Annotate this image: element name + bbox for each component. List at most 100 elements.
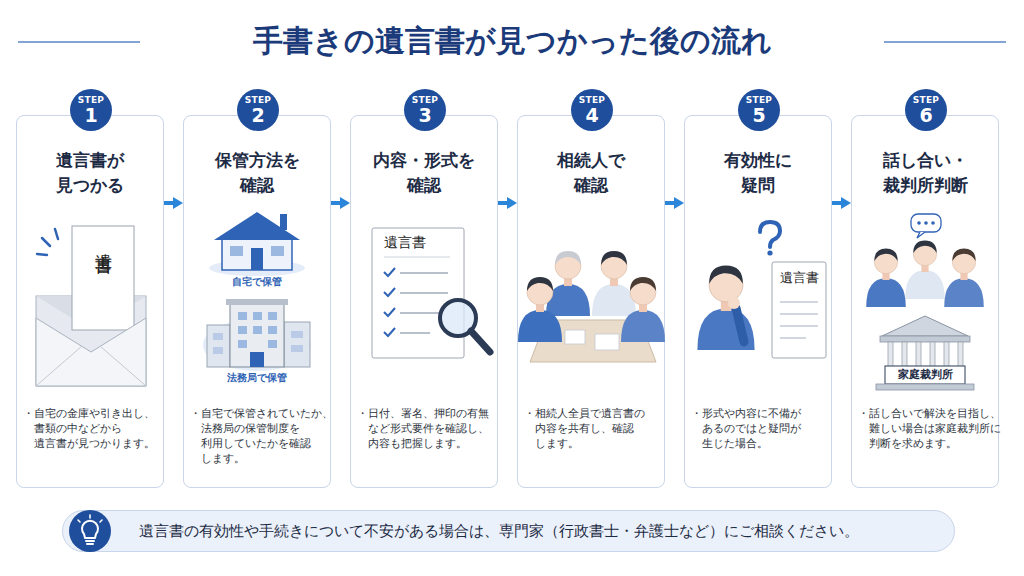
checklist-illustration xyxy=(384,308,395,316)
office-illustration xyxy=(226,299,288,305)
office-illustration xyxy=(253,326,262,334)
lightbulb-icon xyxy=(82,521,98,538)
envelope-illustration xyxy=(36,296,146,386)
office-illustration xyxy=(238,312,247,320)
doubt-illustration xyxy=(767,250,772,255)
flow-arrow xyxy=(665,201,676,205)
step-badge: STEP5 xyxy=(738,89,780,131)
step-heading: 内容・形式を 確認 xyxy=(372,148,477,198)
house-illustration xyxy=(209,212,305,276)
checklist-illustration xyxy=(384,328,395,336)
house-illustration xyxy=(271,246,284,256)
discussion-illustration xyxy=(931,221,935,225)
step-heading: 有効性に 疑問 xyxy=(723,148,794,198)
checklist-illustration xyxy=(440,300,476,336)
checklist-illustration xyxy=(384,268,395,276)
step-label: STEP xyxy=(412,95,439,105)
checklist-illustration xyxy=(372,228,490,358)
step-description: ・形式や内容に不備が あるのではと疑問が 生じた場合。 xyxy=(691,406,805,451)
discussion-illustration xyxy=(924,221,928,225)
office-illustration xyxy=(207,325,230,367)
meeting-illustration xyxy=(592,251,636,316)
courthouse-illustration xyxy=(888,342,893,368)
meeting-illustration xyxy=(518,251,665,362)
envelope-illustration xyxy=(37,254,47,255)
office-illustration xyxy=(230,303,284,367)
step-description: ・話し合いで解決を目指し、 難しい場合は家庭裁判所に 判断を求めます。 xyxy=(858,406,1005,451)
courthouse-illustration xyxy=(902,342,907,368)
meeting-illustration xyxy=(546,251,590,316)
step-card: 相続人で 確認・相続人全員で遺言書の 内容を共有し、確認 します。STEP4 xyxy=(517,115,665,488)
office-illustration xyxy=(203,319,311,371)
courthouse-illustration xyxy=(880,336,970,342)
discussion-illustration xyxy=(944,249,984,308)
courthouse-illustration xyxy=(876,316,974,390)
courthouse-illustration xyxy=(944,342,949,368)
step-heading: 話し合い・ 裁判所判断 xyxy=(881,148,969,198)
house-illustration xyxy=(280,214,287,230)
step-label: STEP xyxy=(913,95,940,105)
step-number: 3 xyxy=(418,105,431,125)
doubt-illustration xyxy=(780,313,818,315)
envelope-illustration xyxy=(55,229,58,239)
office-illustration xyxy=(250,352,264,367)
step-number: 1 xyxy=(84,105,97,125)
doubt-illustration xyxy=(697,266,754,351)
step-description: ・自宅で保管されていたか、 法務局の保管制度を 利用していたかを確認 します。 xyxy=(190,406,337,466)
advice-note: 遺言書の有効性や手続きについて不安がある場合は、専門家（行政書士・弁護士など）に… xyxy=(62,510,955,552)
discussion-illustration xyxy=(911,214,941,232)
title-rule xyxy=(884,41,1006,43)
courthouse-illustration xyxy=(882,316,968,336)
envelope-illustration xyxy=(42,238,50,246)
office-illustration xyxy=(291,331,303,338)
step-description: ・相続人全員で遺言書の 内容を共有し、確認 します。 xyxy=(524,406,649,451)
checklist-illustration xyxy=(400,292,448,294)
checklist-illustration xyxy=(400,332,430,334)
step-badge: STEP2 xyxy=(237,89,279,131)
envelope-illustration xyxy=(36,318,146,386)
meeting-illustration xyxy=(621,277,665,342)
envelope-illustration xyxy=(72,226,134,330)
checklist-illustration xyxy=(400,272,448,274)
checklist-illustration xyxy=(372,228,464,358)
checklist-illustration xyxy=(384,257,450,258)
house-illustration xyxy=(251,248,263,270)
lightbulb-icon xyxy=(87,543,93,545)
checklist-illustration xyxy=(471,331,490,352)
step-heading: 相続人で 確認 xyxy=(556,148,627,198)
step-heading: 保管方法を 確認 xyxy=(213,148,301,198)
step-badge: STEP6 xyxy=(905,89,947,131)
lightbulb-icon xyxy=(86,540,94,542)
doubt-illustration xyxy=(697,222,826,358)
flow-arrow xyxy=(498,201,509,205)
step-badge: STEP3 xyxy=(404,89,446,131)
courthouse-illustration xyxy=(930,342,935,368)
doubt-illustration xyxy=(780,325,818,327)
title-rule xyxy=(18,42,1006,43)
office-illustration xyxy=(268,326,277,334)
step-number: 4 xyxy=(585,105,598,125)
doubt-illustration xyxy=(760,222,780,247)
flow-arrow xyxy=(331,201,342,205)
lightbulb-icon xyxy=(69,510,111,552)
house-illustration xyxy=(214,212,300,240)
step-description: ・日付、署名、押印の有無 など形式要件を確認し、 内容も把握します。 xyxy=(357,406,493,451)
office-illustration xyxy=(213,333,223,340)
step-description: ・自宅の金庫や引き出し、 書類の中などから 遺言書が見つかります。 xyxy=(23,406,159,451)
discussion-illustration xyxy=(866,214,984,307)
lightbulb-icon xyxy=(78,520,80,522)
office-illustration xyxy=(203,299,311,371)
step-label: STEP xyxy=(78,95,105,105)
step-card: 話し合い・ 裁判所判断・話し合いで解決を目指し、 難しい場合は家庭裁判所に 判断… xyxy=(851,115,999,488)
meeting-illustration xyxy=(595,334,619,350)
title-rule xyxy=(18,41,140,43)
step-card: 遺言書が 見つかる・自宅の金庫や引き出し、 書類の中などから 遺言書が見つかりま… xyxy=(16,115,164,488)
office-illustration xyxy=(253,312,262,320)
office-illustration xyxy=(268,340,277,348)
courthouse-illustration xyxy=(916,342,921,368)
lightbulb-icon xyxy=(100,520,102,522)
diagram-title: 手書きの遺言書が見つかった後の流れ xyxy=(0,21,1024,61)
envelope-illustration xyxy=(36,346,82,386)
note-text: 遺言書の有効性や手続きについて不安がある場合は、専門家（行政書士・弁護士など）に… xyxy=(139,511,859,551)
step-heading: 遺言書が 見つかる xyxy=(55,148,126,198)
